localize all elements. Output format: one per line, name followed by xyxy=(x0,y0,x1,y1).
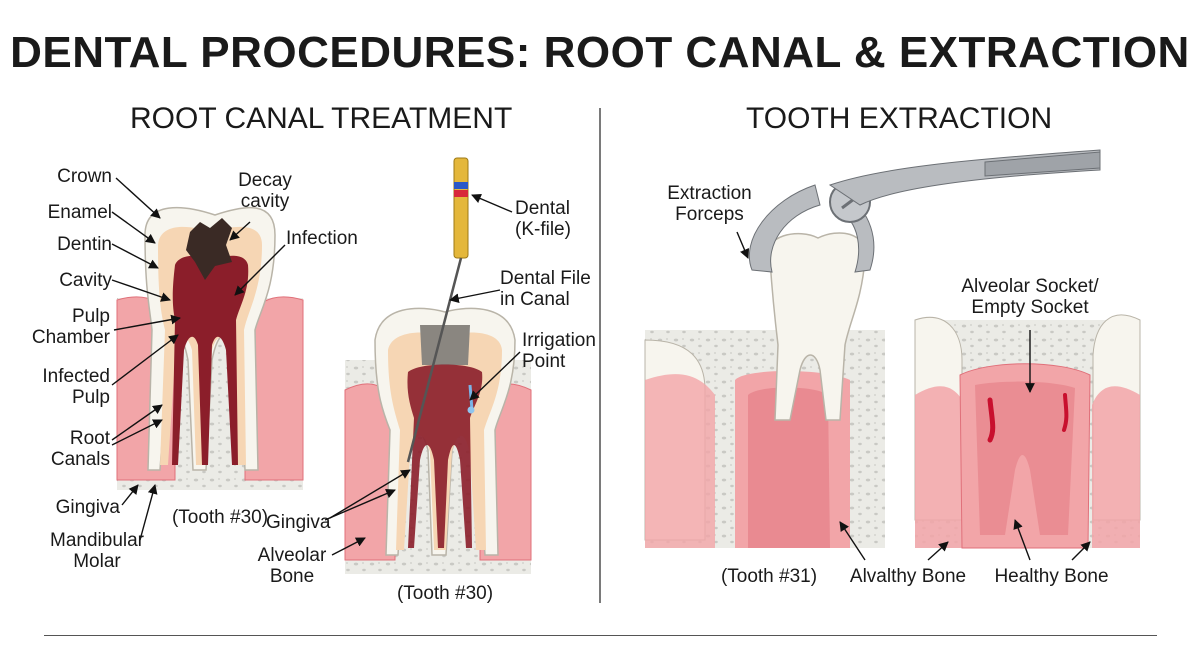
forceps-beak-left xyxy=(748,184,821,273)
label-alvalthy-bone: Alvalthy Bone xyxy=(849,566,967,587)
section-divider xyxy=(599,108,601,603)
socket-extraction xyxy=(748,387,830,548)
blood-drip-1 xyxy=(987,397,996,443)
bottom-rule xyxy=(44,635,1157,636)
label-tooth30-a: (Tooth #30) xyxy=(171,507,269,528)
label-gingiva-2: Gingiva xyxy=(266,512,331,533)
label-mandibular-molar: Mandibular Molar xyxy=(50,530,144,572)
label-tooth31: (Tooth #31) xyxy=(720,566,818,587)
infected-pulp xyxy=(172,255,249,465)
label-healthy-bone: Healthy Bone xyxy=(994,566,1109,587)
label-cavity: Cavity xyxy=(59,270,112,291)
root-canal-tooth-diagram xyxy=(116,206,304,490)
label-dental-file-in-canal: Dental File in Canal xyxy=(500,268,591,310)
blood-drip-2 xyxy=(1062,393,1069,432)
root-canal-file-diagram xyxy=(344,157,532,574)
label-infected-pulp: Infected Pulp xyxy=(42,366,110,408)
label-decay-cavity: Decay cavity xyxy=(238,170,292,212)
empty-socket-diagram xyxy=(914,314,1141,549)
extraction-section-title: TOOTH EXTRACTION xyxy=(746,102,1053,135)
label-root-canals: Root Canals xyxy=(50,428,110,470)
label-alveolar-bone: Alveolar Bone xyxy=(257,545,327,587)
label-enamel: Enamel xyxy=(47,202,112,223)
k-file-shaft xyxy=(406,257,463,463)
root-canal-section-title: ROOT CANAL TREATMENT xyxy=(130,102,513,135)
label-pulp-chamber: Pulp Chamber xyxy=(31,306,110,348)
leader-lines xyxy=(111,177,1091,561)
label-alveolar-socket: Alveolar Socket/ Empty Socket xyxy=(961,276,1099,318)
label-dentin: Dentin xyxy=(57,234,112,255)
label-infection: Infection xyxy=(286,228,358,249)
label-dental-kfile: Dental (K-file) xyxy=(515,198,571,240)
label-crown: Crown xyxy=(57,166,112,187)
decay-cavity-shape xyxy=(186,218,232,280)
page-title: DENTAL PROCEDURES: ROOT CANAL & EXTRACTI… xyxy=(10,28,1190,77)
label-extraction-forceps: Extraction Forceps xyxy=(667,183,752,225)
access-opening xyxy=(420,325,470,365)
label-tooth30-b: (Tooth #30) xyxy=(396,583,494,604)
extraction-forceps-diagram xyxy=(644,149,1101,548)
extracted-tooth xyxy=(767,232,866,421)
k-file-handle xyxy=(453,157,469,259)
label-gingiva-1: Gingiva xyxy=(55,497,120,518)
label-irrigation-point: Irrigation Point xyxy=(522,330,596,372)
